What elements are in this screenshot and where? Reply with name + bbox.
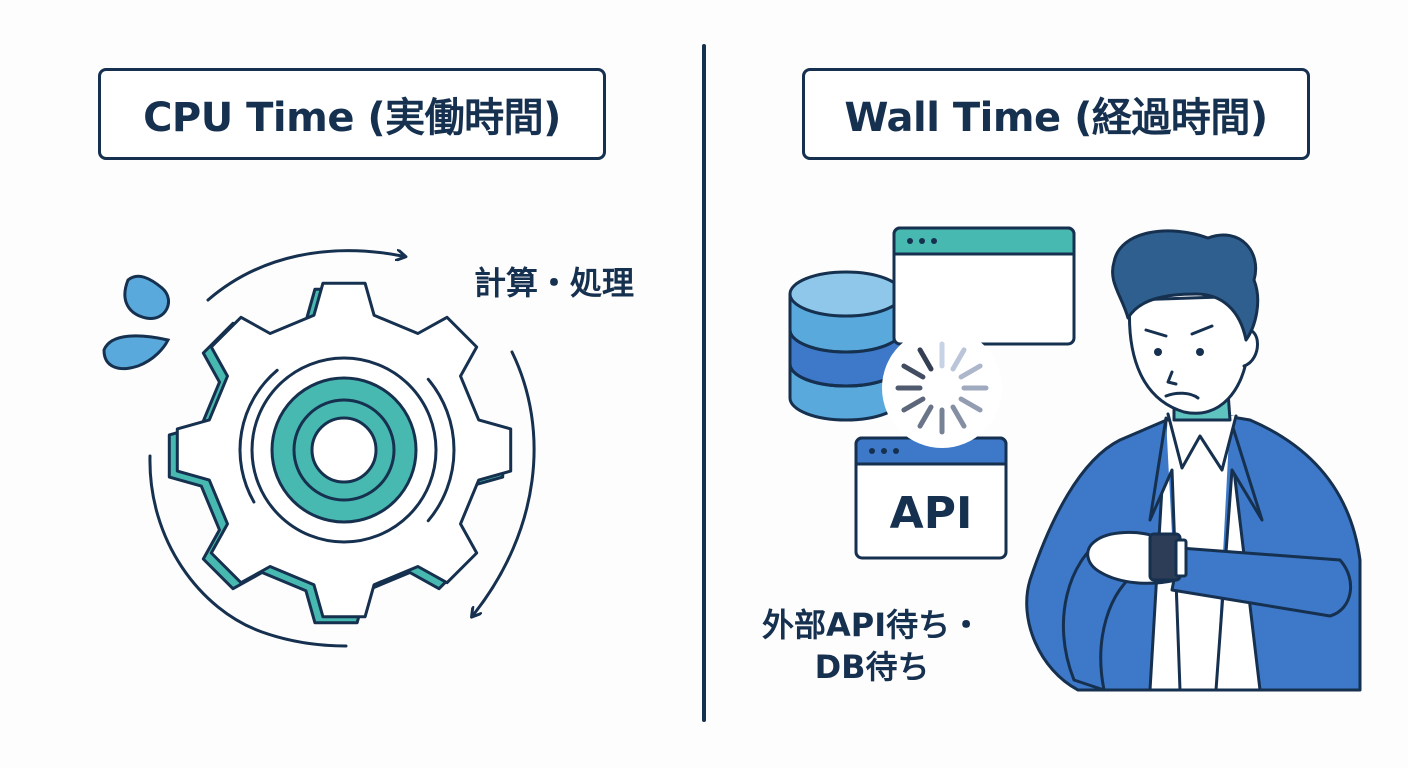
- browser-window-icon: [892, 226, 1076, 346]
- businessman-checking-watch-icon: [1025, 229, 1362, 692]
- gear-icon: [167, 281, 513, 625]
- wall-time-caption: 外部API待ち・ DB待ち: [762, 604, 982, 688]
- spinner-tick: [917, 404, 934, 429]
- spinner-tick: [950, 404, 967, 429]
- spinner-tick: [901, 396, 926, 413]
- spinner-tick: [950, 347, 967, 372]
- rotation-arrows-icon: [148, 251, 536, 648]
- cpu-time-title: CPU Time (実働時間): [98, 68, 606, 160]
- gear-axle-hole: [310, 416, 378, 484]
- spinner-tick: [958, 363, 983, 380]
- spinner-tick: [917, 347, 934, 372]
- gear-motion-line: [238, 368, 279, 504]
- cpu-time-title-text: CPU Time (実働時間): [143, 95, 561, 141]
- wall-time-title-text: Wall Time (経過時間): [844, 95, 1268, 141]
- wall-time-caption-line1: 外部API待ち・: [762, 606, 983, 644]
- api-label: API: [890, 488, 973, 539]
- panel-divider: [702, 44, 706, 722]
- spinner-tick: [901, 363, 926, 380]
- wall-time-title: Wall Time (経過時間): [802, 68, 1310, 160]
- loading-spinner-icon: [882, 328, 1002, 448]
- api-window-icon: API: [854, 436, 1008, 560]
- wall-time-caption-line2: DB待ち: [814, 648, 930, 686]
- spinner-tick: [958, 396, 983, 413]
- gear-motion-line: [426, 377, 456, 523]
- cpu-time-caption: 計算・処理: [474, 264, 635, 302]
- sweat-drops-icon: [102, 274, 171, 371]
